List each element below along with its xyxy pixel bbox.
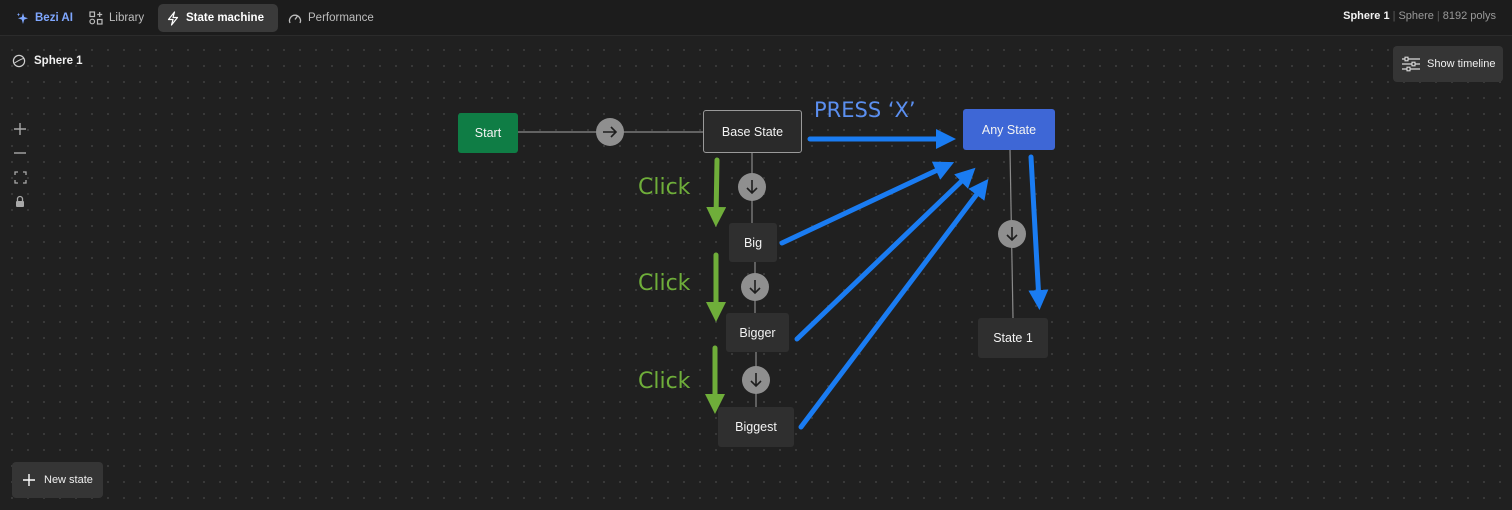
- annotation-press-x-label: PRESS ‘X’: [814, 98, 916, 122]
- sparkle-icon: [16, 12, 28, 24]
- gauge-icon: [288, 14, 302, 23]
- state-node-base-state[interactable]: Base State: [703, 110, 802, 153]
- state-node-state-1[interactable]: State 1: [978, 318, 1048, 358]
- tab-state-machine[interactable]: State machine: [158, 4, 278, 32]
- tab-label: State machine: [186, 12, 264, 24]
- zoom-out-icon[interactable]: [11, 144, 29, 162]
- annotation-blue-arrow: [779, 161, 955, 246]
- selected-object-label: Sphere 1: [12, 54, 83, 68]
- state-node-label: Any State: [981, 122, 1037, 137]
- show-timeline-button[interactable]: Show timeline: [1393, 46, 1503, 82]
- transition-indicator-icon[interactable]: [998, 220, 1026, 248]
- lock-icon[interactable]: [11, 192, 29, 210]
- state-node-label: Base State: [721, 124, 784, 139]
- state-node-label: Big: [743, 235, 763, 250]
- new-state-label: New state: [44, 474, 93, 486]
- transition-indicator-icon[interactable]: [596, 118, 624, 146]
- transition-indicator-icon[interactable]: [741, 273, 769, 301]
- state-node-any-state[interactable]: Any State: [963, 109, 1055, 150]
- annotation-blue-arrow: [798, 178, 989, 430]
- state-node-biggest[interactable]: Biggest: [718, 407, 794, 447]
- zoom-in-icon[interactable]: [11, 120, 29, 138]
- tab-label: Performance: [308, 12, 374, 24]
- object-name: Sphere 1: [1343, 10, 1390, 22]
- library-icon: [89, 11, 103, 25]
- object-type: Sphere: [1398, 10, 1434, 22]
- annotation-blue-arrow: [794, 167, 976, 342]
- object-polys: 8192 polys: [1442, 10, 1496, 22]
- state-node-label: Bigger: [739, 325, 776, 340]
- object-info: Sphere 1|Sphere|8192 polys: [1343, 10, 1496, 22]
- tab-label: Bezi AI: [35, 12, 73, 24]
- fit-view-icon[interactable]: [11, 168, 29, 186]
- transition-indicator-icon[interactable]: [738, 173, 766, 201]
- state-node-bigger[interactable]: Bigger: [726, 313, 789, 352]
- annotation-click-label: Click: [638, 369, 691, 394]
- selected-object-name: Sphere 1: [34, 55, 83, 67]
- state-node-big[interactable]: Big: [729, 223, 777, 262]
- timeline-icon: [1402, 56, 1420, 72]
- sphere-icon: [12, 54, 26, 68]
- annotation-green-arrow: [706, 157, 727, 227]
- state-node-start[interactable]: Start: [458, 113, 518, 153]
- tab-library[interactable]: Library: [81, 4, 152, 32]
- tab-performance[interactable]: Performance: [280, 4, 382, 32]
- show-timeline-label: Show timeline: [1427, 58, 1496, 70]
- annotation-click-label: Click: [638, 175, 691, 200]
- state-node-label: Biggest: [735, 420, 777, 434]
- annotation-blue-arrow: [1028, 154, 1049, 310]
- canvas-toolbar: [11, 120, 29, 216]
- state-node-label: State 1: [993, 331, 1033, 345]
- transition-indicator-icon[interactable]: [742, 366, 770, 394]
- tab-label: Library: [109, 12, 145, 24]
- top-bar: Bezi AI Library State machine Performanc…: [0, 0, 1512, 36]
- lightning-icon: [167, 10, 179, 26]
- tab-bezi-ai[interactable]: Bezi AI: [8, 4, 81, 32]
- plus-icon: [23, 474, 35, 486]
- new-state-button[interactable]: New state: [12, 462, 103, 498]
- state-node-label: Start: [474, 126, 502, 140]
- annotation-click-label: Click: [638, 271, 691, 296]
